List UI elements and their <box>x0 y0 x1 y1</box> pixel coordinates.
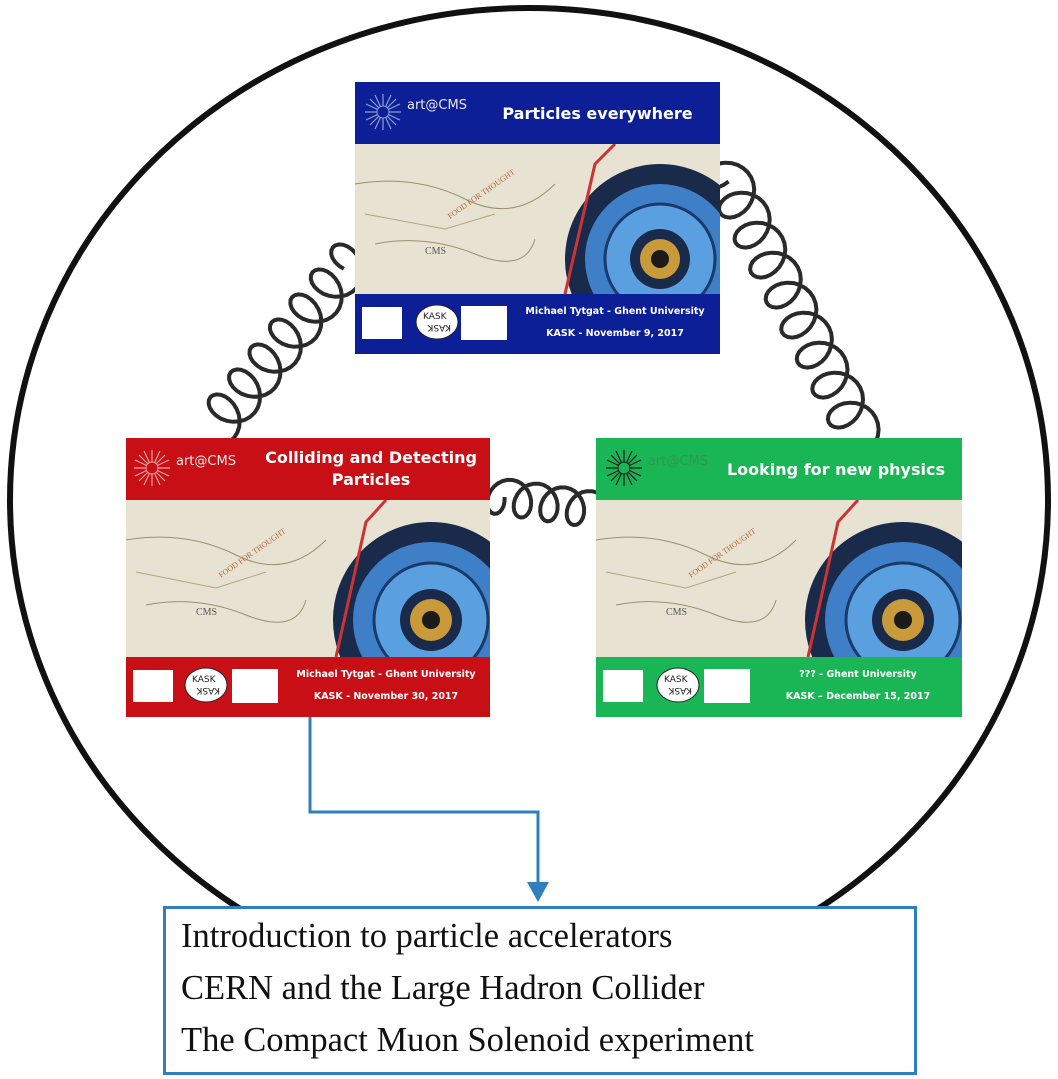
card-colliding-detecting: art@CMS Colliding and Detecting Particle… <box>126 438 490 717</box>
card-logo-text: art@CMS <box>648 454 708 469</box>
card-title-line1: Colliding and Detecting <box>265 448 477 467</box>
card-date: KASK – December 15, 2017 <box>785 691 931 702</box>
map-detector-illustration: CMS FOOD FOR THOUGHT <box>596 500 962 657</box>
card-title-line2: Particles <box>331 470 411 489</box>
svg-text:CMS: CMS <box>425 246 446 257</box>
map-detector-illustration: CMS FOOD FOR THOUGHT <box>355 144 720 294</box>
spring-middle <box>485 477 613 528</box>
svg-text:KASK: KASK <box>426 322 451 332</box>
svg-text:KASK: KASK <box>192 675 217 685</box>
map-detector-illustration: CMS FOOD FOR THOUGHT <box>126 500 490 657</box>
svg-text:KASK: KASK <box>195 685 220 695</box>
card-footer: KASK KASK Michael Tytgat - Ghent Univers… <box>126 657 490 717</box>
arrow-head <box>527 882 549 902</box>
svg-text:CMS: CMS <box>196 607 217 618</box>
kask-logo: KASK KASK <box>656 667 700 703</box>
spring-top-right <box>701 160 881 453</box>
card-logo-text: art@CMS <box>176 454 236 469</box>
card-header: art@CMS Particles everywhere <box>355 82 720 144</box>
svg-text:KASK: KASK <box>667 685 692 695</box>
card-new-physics: art@CMS Looking for new physics CMS FOOD… <box>596 438 962 717</box>
card-date: KASK - November 30, 2017 <box>313 691 459 702</box>
card-detector-image: CMS FOOD FOR THOUGHT <box>126 500 490 657</box>
svg-text:KASK: KASK <box>664 675 689 685</box>
card-header: art@CMS Looking for new physics <box>596 438 962 500</box>
ghent-logo <box>362 307 402 339</box>
kask-logo: KASK KASK <box>415 304 459 340</box>
card-title: Particles everywhere <box>502 104 693 123</box>
topic-line-2: CERN and the Large Hadron Collider <box>181 969 705 1007</box>
card-title: Looking for new physics <box>726 460 945 479</box>
topics-box: Introduction to particle accelerators CE… <box>163 906 917 1075</box>
spring-top-left <box>200 242 365 449</box>
card-footer: KASK KASK ??? - Ghent University KASK – … <box>596 657 962 717</box>
kask-logo: KASK KASK <box>184 667 228 703</box>
topic-line-3: The Compact Muon Solenoid experiment <box>181 1021 754 1059</box>
card-logo-text: art@CMS <box>407 98 467 113</box>
art-cms-burst-icon <box>365 94 401 130</box>
card-detector-image: CMS FOOD FOR THOUGHT <box>596 500 962 657</box>
text-logo-box <box>461 306 507 340</box>
card-author: Michael Tytgat - Ghent University <box>296 669 476 680</box>
card-header: art@CMS Colliding and Detecting Particle… <box>126 438 490 500</box>
art-cms-burst-icon <box>134 450 170 486</box>
art-cms-burst-icon <box>606 450 642 486</box>
svg-text:KASK: KASK <box>423 312 448 322</box>
card-author: ??? - Ghent University <box>799 669 917 680</box>
text-logo-box <box>704 669 750 703</box>
card-date: KASK - November 9, 2017 <box>546 328 684 339</box>
svg-text:CMS: CMS <box>666 607 687 618</box>
card-footer: KASK KASK Michael Tytgat - Ghent Univers… <box>355 294 720 354</box>
card-author: Michael Tytgat - Ghent University <box>525 306 705 317</box>
ghent-logo <box>603 670 643 702</box>
arrow-connector <box>308 717 540 885</box>
card-particles-everywhere: art@CMS Particles everywhere CMS FOOD FO… <box>355 82 720 354</box>
card-detector-image: CMS FOOD FOR THOUGHT <box>355 144 720 294</box>
ghent-logo <box>133 670 173 702</box>
topic-line-1: Introduction to particle accelerators <box>181 917 673 955</box>
text-logo-box <box>232 669 278 703</box>
